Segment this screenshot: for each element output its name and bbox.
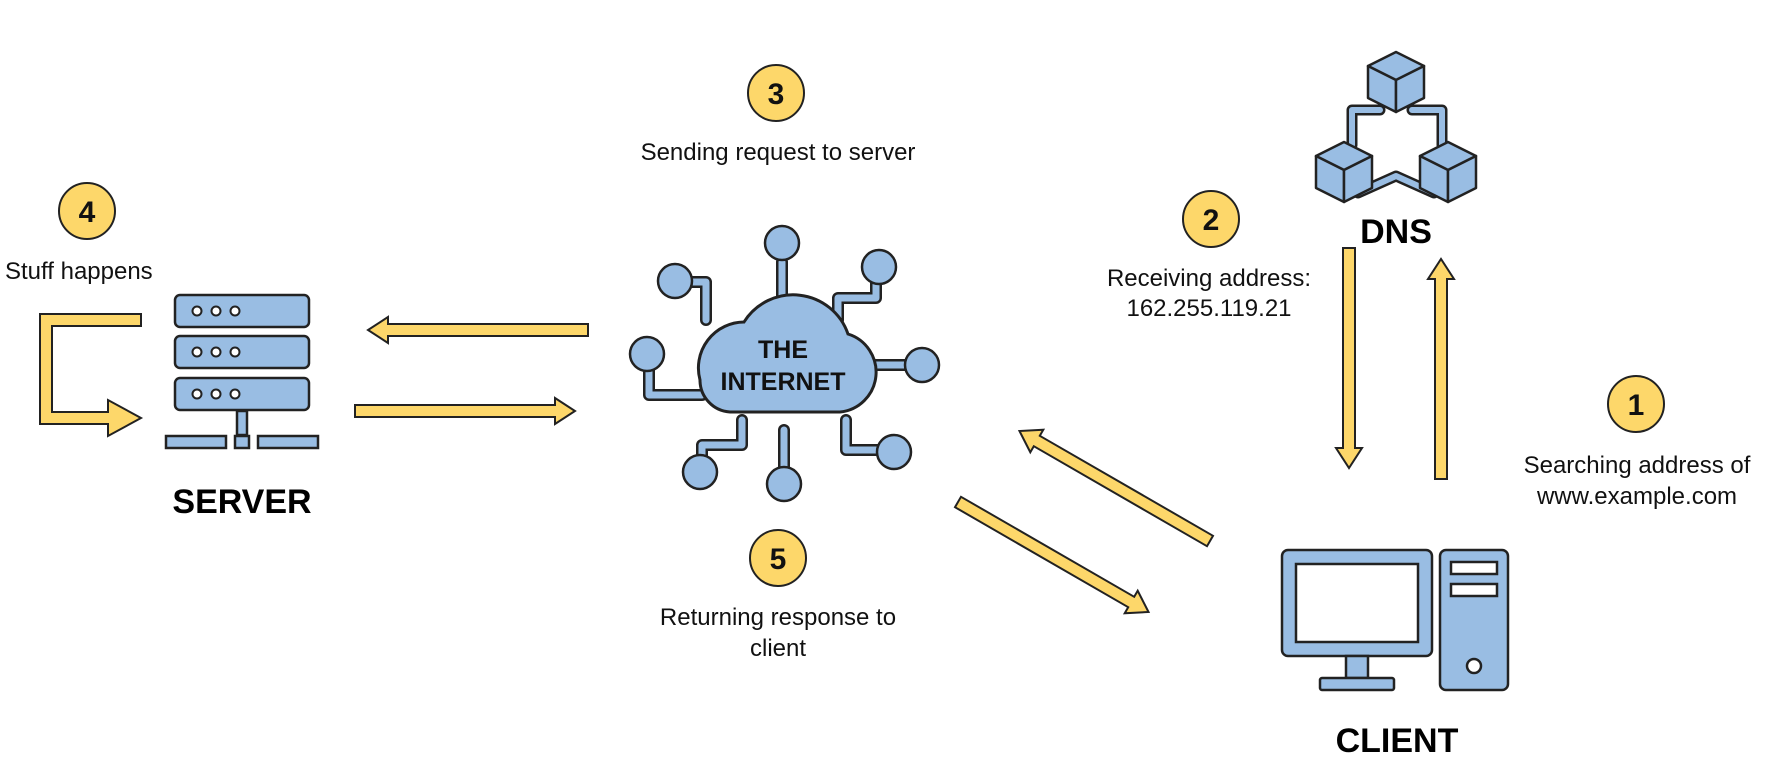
step-4-label: Stuff happens bbox=[5, 258, 153, 285]
step-4-number: 4 bbox=[79, 196, 96, 229]
step-2: 2 Receiving address: 162.255.119.21 bbox=[1107, 190, 1311, 322]
dns-icon bbox=[1314, 50, 1478, 204]
internet-label-line2: INTERNET bbox=[721, 368, 846, 396]
step-2-badge bbox=[1182, 190, 1240, 248]
step-5: 5 Returning response to client bbox=[660, 529, 896, 662]
internet-label-line1: THE bbox=[758, 336, 808, 364]
client-computer-icon bbox=[1280, 548, 1510, 692]
step-3: 3 Sending request to server bbox=[641, 64, 916, 166]
step-5-label-line1: Returning response to bbox=[660, 604, 896, 631]
step-4-badge bbox=[58, 182, 116, 240]
step-1-label-line1: Searching address of bbox=[1524, 452, 1751, 479]
arrow-dns-to-client bbox=[1335, 247, 1363, 469]
dns-label: DNS bbox=[1360, 213, 1432, 251]
step-2-number: 2 bbox=[1203, 204, 1220, 237]
step-2-label-line2: 162.255.119.21 bbox=[1126, 295, 1291, 322]
step-4: 4 Stuff happens bbox=[5, 182, 153, 285]
process-loop-arrow bbox=[39, 313, 144, 438]
arrow-server-to-internet bbox=[354, 397, 576, 425]
step-3-badge bbox=[747, 64, 805, 122]
step-5-number: 5 bbox=[770, 543, 787, 576]
step-1-number: 1 bbox=[1628, 389, 1645, 422]
step-5-label-line2: client bbox=[750, 635, 806, 662]
arrow-internet-to-server bbox=[367, 316, 589, 344]
arrow-client-to-dns bbox=[1427, 258, 1455, 480]
server-icon bbox=[164, 293, 320, 450]
step-5-badge bbox=[749, 529, 807, 587]
arrow-client-to-internet bbox=[1011, 418, 1218, 554]
step-3-number: 3 bbox=[768, 78, 785, 111]
server-label: SERVER bbox=[172, 483, 311, 521]
step-3-label: Sending request to server bbox=[641, 139, 916, 166]
step-1-label-line2: www.example.com bbox=[1536, 483, 1737, 510]
arrow-internet-to-client bbox=[950, 489, 1157, 625]
step-2-label-line1: Receiving address: bbox=[1107, 265, 1311, 292]
step-1-badge bbox=[1607, 375, 1665, 433]
internet-cloud-icon bbox=[628, 224, 941, 503]
client-label: CLIENT bbox=[1336, 722, 1459, 760]
step-1: 1 Searching address of www.example.com bbox=[1524, 375, 1751, 510]
